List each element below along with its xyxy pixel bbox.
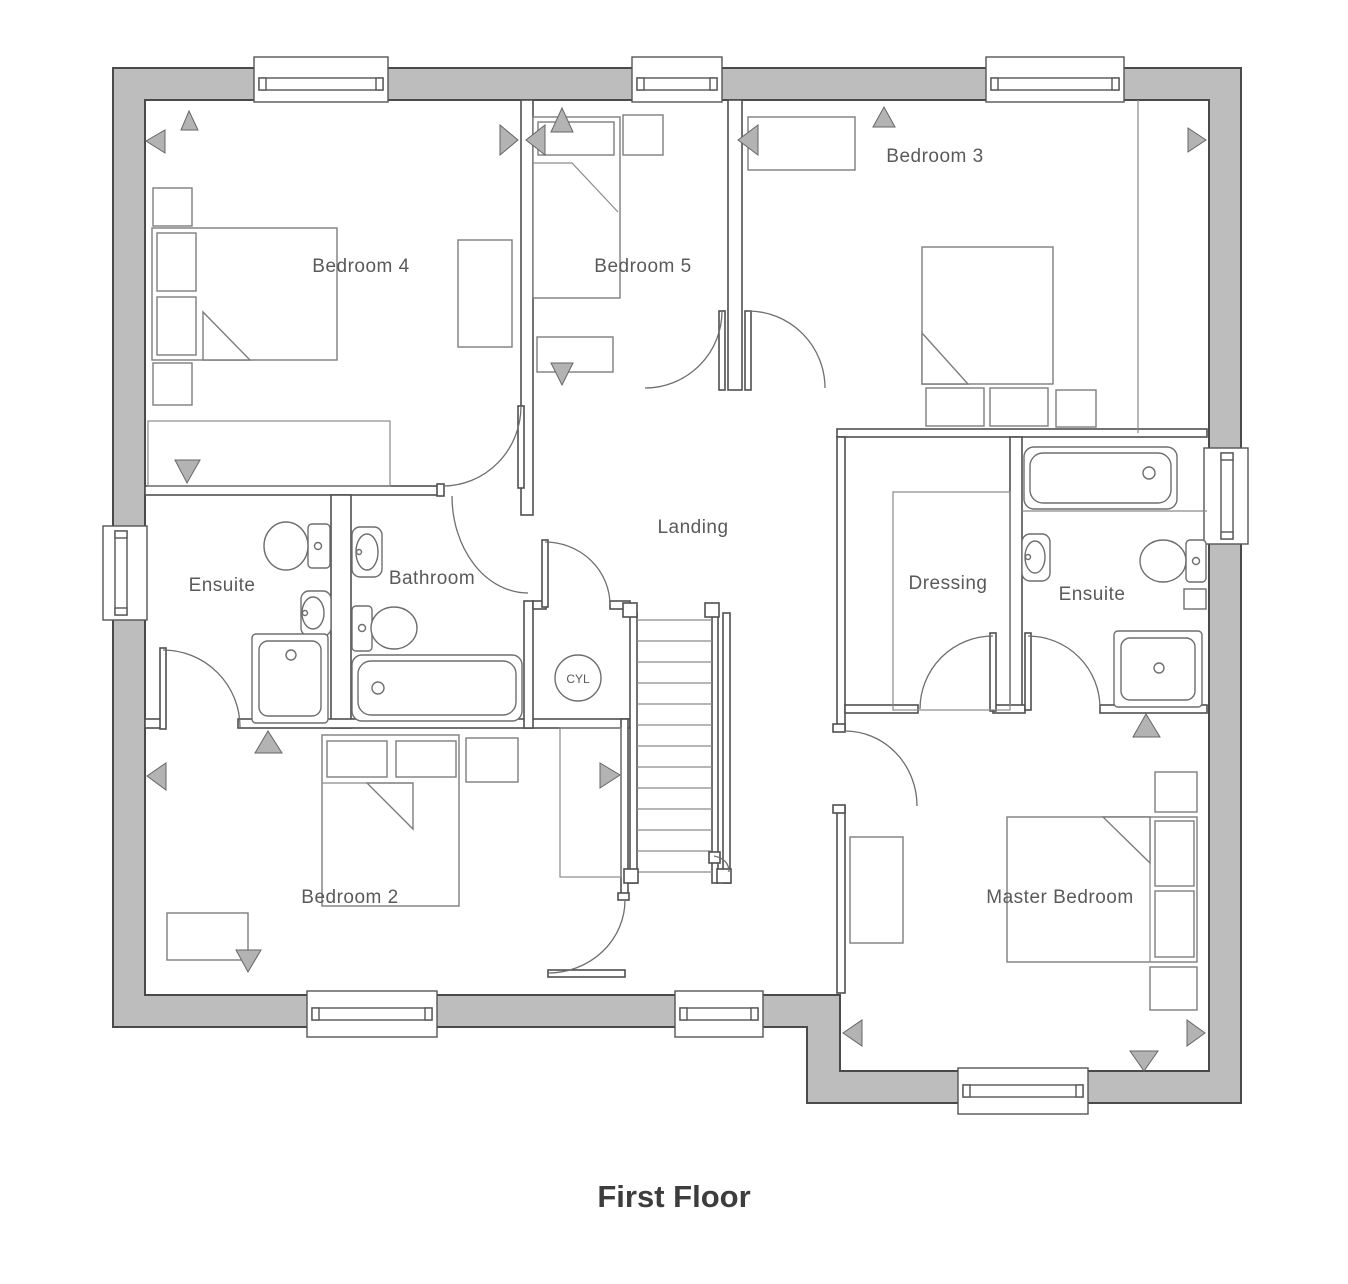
door-icon: [541, 539, 611, 608]
dresser-icon: [747, 116, 856, 171]
door-icon: [442, 405, 525, 489]
dimension-arrow-icon: [174, 459, 201, 485]
bedside-table-icon: [152, 362, 193, 406]
room-label-bedroom-3: Bedroom 3: [886, 146, 983, 167]
double-bed-icon: [921, 246, 1054, 427]
room-label-bedroom-4: Bedroom 4: [312, 256, 409, 277]
dimension-arrow-icon: [842, 1019, 863, 1047]
dimension-arrow-icon: [180, 109, 199, 131]
bath-icon: [351, 654, 523, 722]
cylinder-label: CYL: [566, 672, 590, 686]
window-icon: [102, 525, 148, 621]
sink-icon: [1021, 533, 1051, 582]
toilet-icon: [351, 605, 418, 652]
dimension-arrow-icon: [235, 949, 262, 974]
shower-icon: [1113, 630, 1203, 708]
door-icon: [159, 647, 241, 730]
dimension-arrow-icon: [525, 123, 546, 157]
sink-icon: [300, 590, 332, 637]
dimension-arrow-icon: [599, 762, 621, 789]
wardrobe-icon: [457, 239, 513, 348]
window-icon: [957, 1067, 1089, 1115]
window-icon: [631, 56, 723, 103]
shower-icon: [251, 633, 329, 724]
dimension-arrow-icon: [872, 105, 896, 128]
cupboard-icon: [559, 727, 622, 878]
double-bed-icon: [321, 734, 460, 907]
window-icon: [306, 990, 438, 1038]
bedside-table-icon: [152, 187, 193, 227]
room-label-ensuite-right: Ensuite: [1059, 584, 1126, 605]
window-icon: [253, 56, 389, 103]
room-label-landing: Landing: [657, 517, 728, 538]
dimension-arrow-icon: [254, 730, 283, 754]
bedside-table-icon: [465, 737, 519, 783]
dimension-arrow-icon: [499, 123, 519, 157]
cylinder-cupboard: CYL: [554, 654, 602, 702]
door-icon: [451, 495, 529, 594]
dimension-arrow-icons: [145, 105, 1207, 1072]
sanitary-fixtures: [251, 446, 1207, 724]
window-icon: [1203, 447, 1249, 545]
exterior-walls: [112, 67, 1242, 1104]
dimension-arrow-icon: [550, 362, 574, 387]
window-icon: [985, 56, 1125, 103]
door-icon: [919, 632, 997, 712]
wardrobe-icon: [849, 836, 904, 944]
staircase-icon: [622, 602, 732, 884]
door-icon: [644, 310, 726, 391]
room-label-ensuite-left: Ensuite: [189, 575, 256, 596]
bath-icon: [1023, 446, 1178, 510]
room-labels: Bedroom 4 Bedroom 5 Bedroom 3 Ensuite Ba…: [189, 146, 1134, 908]
dimension-arrow-icon: [145, 129, 166, 154]
dimension-arrow-icon: [550, 106, 574, 133]
dimension-arrow-icon: [1129, 1050, 1159, 1072]
dimension-arrow-icon: [146, 762, 167, 791]
door-icon: [744, 310, 826, 391]
single-bed-icon: [532, 116, 621, 299]
doors: [159, 310, 1101, 978]
dimension-arrow-icon: [1187, 127, 1207, 153]
room-label-dressing: Dressing: [909, 573, 988, 594]
bedside-table-icon: [1149, 966, 1198, 1011]
door-icon: [844, 730, 918, 807]
chest-icon: [536, 336, 614, 373]
windows: [102, 56, 1249, 1115]
double-bed-icon: [151, 227, 338, 361]
page-title: First Floor: [597, 1179, 750, 1214]
sink-icon: [351, 526, 383, 578]
door-icon: [1024, 632, 1101, 711]
door-icon: [547, 899, 626, 978]
dimension-arrow-icon: [1132, 713, 1161, 738]
desk-icon: [166, 912, 249, 961]
room-label-bedroom-5: Bedroom 5: [594, 256, 691, 277]
bedside-table-icon: [1154, 771, 1198, 813]
bedside-table-icon: [622, 114, 664, 156]
wardrobe-icon: [147, 420, 391, 487]
window-icon: [674, 990, 764, 1038]
toilet-icon: [263, 521, 331, 571]
room-label-master-bedroom: Master Bedroom: [986, 887, 1133, 908]
furniture: [147, 114, 1198, 1011]
room-label-bedroom-2: Bedroom 2: [301, 887, 398, 908]
dimension-arrow-icon: [1186, 1019, 1206, 1047]
bedside-table-icon: [1055, 389, 1097, 428]
dimension-arrow-icon: [737, 124, 759, 156]
toilet-icon: [1139, 539, 1207, 610]
wardrobe-icon: [892, 491, 1011, 711]
room-label-bathroom: Bathroom: [389, 568, 475, 589]
double-bed-icon: [1006, 816, 1198, 963]
